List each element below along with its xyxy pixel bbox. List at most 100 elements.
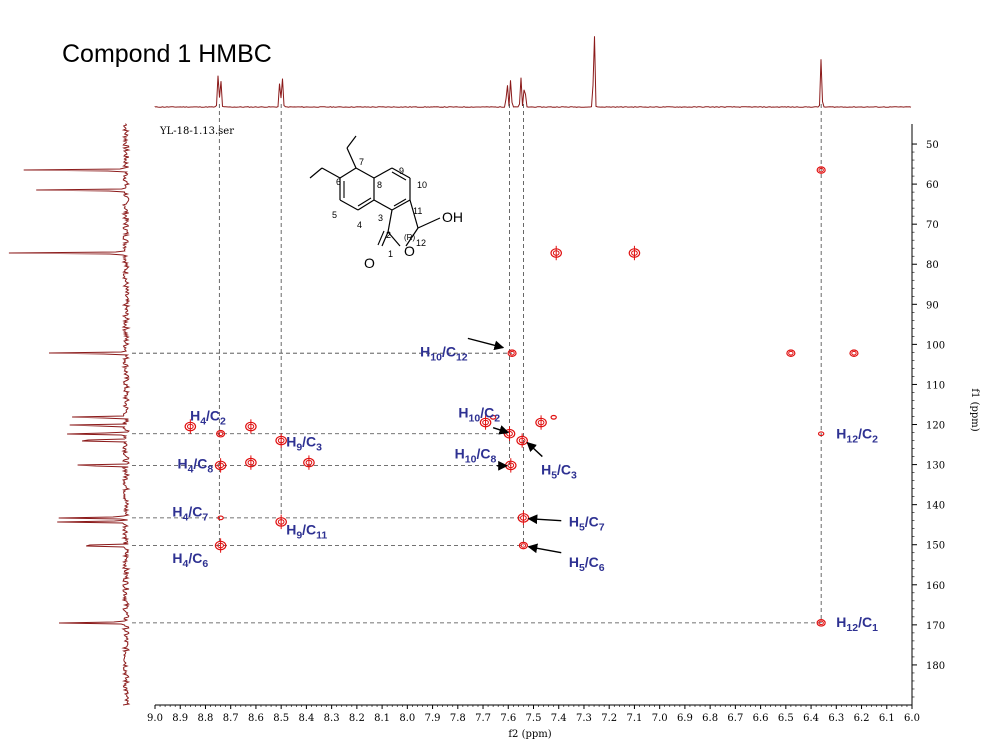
x-tick-label: 7.2	[601, 713, 617, 724]
correlation-peak	[214, 538, 227, 553]
bond	[339, 199, 359, 211]
bond	[409, 199, 419, 229]
x-tick-label: 8.8	[198, 713, 214, 724]
atom-number-label: 5	[332, 210, 337, 220]
correlation-peak	[628, 245, 641, 261]
x-tick-label: 7.6	[500, 713, 516, 724]
correlation-peak	[817, 431, 825, 437]
guide-lines	[132, 104, 822, 624]
correlation-peak	[489, 414, 497, 420]
carbon-spectrum	[8, 123, 131, 706]
atom-number-label: 2	[386, 230, 391, 240]
atom-number-label: 6	[336, 177, 341, 187]
y-tick-label: 90	[926, 300, 939, 311]
y-tick-label: 80	[926, 260, 939, 271]
x-tick-label: 8.6	[248, 713, 264, 724]
correlation-peak	[507, 349, 517, 357]
correlation-peak	[245, 419, 257, 434]
bond	[391, 199, 411, 211]
correlation-peak	[275, 433, 287, 448]
bond	[405, 227, 419, 247]
proton-trace	[154, 36, 912, 108]
x-tick-label: 8.4	[298, 713, 314, 724]
correlation-label: H5/C7	[569, 514, 605, 534]
heteroatom-label: O	[364, 255, 375, 271]
correlation-peak	[504, 458, 517, 473]
x-tick-label: 8.0	[399, 713, 415, 724]
y-tick-label: 130	[926, 461, 945, 472]
annotation-arrows	[467, 337, 562, 554]
x-tick-label: 6.8	[702, 713, 718, 724]
bond	[355, 167, 375, 179]
annotation-arrow	[527, 514, 562, 525]
correlation-peak	[535, 415, 547, 430]
correlation-label: H4/C8	[177, 456, 213, 476]
bond	[346, 135, 357, 149]
correlation-label: H12/C2	[836, 426, 878, 446]
correlation-label: H12/C1	[836, 614, 878, 634]
correlation-peak	[217, 515, 224, 521]
y-tick-label: 180	[926, 661, 945, 672]
atom-number-label: 8	[377, 180, 382, 190]
heteroatom-label: O	[404, 243, 415, 259]
double-bond	[393, 198, 407, 207]
y-axis-label: f1 (ppm)	[969, 388, 980, 431]
correlation-peak	[184, 419, 197, 434]
bond	[339, 167, 357, 179]
correlation-label: H10/C12	[420, 343, 468, 363]
x-tick-label: 6.6	[753, 713, 769, 724]
atom-number-label: 10	[417, 180, 427, 190]
annotation-arrow	[467, 337, 505, 351]
bond	[346, 147, 357, 169]
correlation-peak	[479, 415, 492, 430]
y-tick-label: 120	[926, 421, 945, 432]
correlation-peak	[816, 166, 826, 174]
atom-number-label: 1	[388, 249, 393, 259]
x-tick-label: 7.1	[626, 713, 642, 724]
x-tick-label: 6.1	[879, 713, 895, 724]
x-tick-label: 6.9	[677, 713, 693, 724]
x-tick-label: 8.9	[172, 713, 188, 724]
y-tick-label: 60	[926, 180, 939, 191]
x-tick-label: 7.7	[475, 713, 491, 724]
x-tick-label: 8.2	[349, 713, 365, 724]
atom-number-label: 9	[399, 166, 404, 176]
atom-number-label: 4	[357, 220, 362, 230]
y-tick-label: 100	[926, 340, 945, 351]
correlation-peak	[550, 414, 557, 420]
annotation-arrow	[492, 425, 510, 435]
plot-frame	[155, 124, 913, 706]
x-tick-label: 6.3	[828, 713, 844, 724]
x-tick-label: 7.0	[652, 713, 668, 724]
correlation-peak	[216, 429, 226, 438]
double-bond	[377, 230, 385, 246]
correlation-label: H10/C8	[455, 446, 497, 466]
x-tick-label: 7.3	[576, 713, 592, 724]
proton-spectrum	[154, 36, 912, 108]
x-axis-label: f2 (ppm)	[508, 729, 551, 740]
correlation-label: H4/C6	[172, 550, 208, 570]
atom-number-label: (R)	[404, 233, 415, 242]
correlation-peak	[214, 458, 227, 473]
annotation-arrow	[526, 441, 543, 458]
bond	[391, 167, 411, 179]
y-tick-label: 50	[926, 140, 939, 151]
x-tick-label: 7.5	[526, 713, 542, 724]
correlation-label: H9/C11	[286, 522, 327, 542]
correlation-label: H5/C6	[569, 554, 605, 574]
correlation-peak	[303, 455, 315, 470]
carbon-trace	[8, 123, 131, 706]
y-tick-label: 170	[926, 621, 945, 632]
x-tick-label: 8.5	[273, 713, 289, 724]
x-tick-label: 7.8	[450, 713, 466, 724]
x-tick-label: 8.1	[374, 713, 390, 724]
x-tick-label: 7.4	[551, 713, 567, 724]
heteroatom-label: OH	[442, 209, 463, 225]
double-bond	[391, 171, 407, 181]
x-tick-label: 9.0	[147, 713, 163, 724]
y-tick-label: 150	[926, 541, 945, 552]
